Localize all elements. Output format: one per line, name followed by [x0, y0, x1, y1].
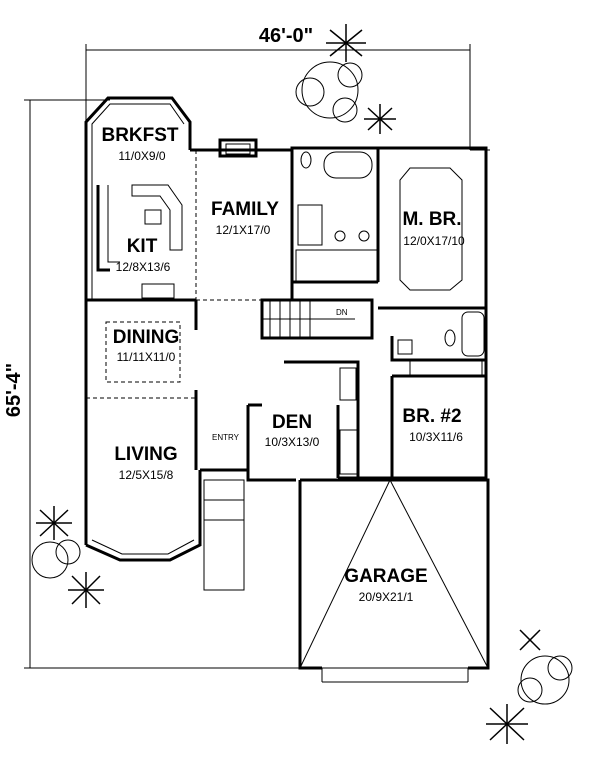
- room-size: 20/9X21/1: [359, 590, 414, 604]
- shrub-icon: [326, 24, 396, 134]
- room-name: BRKFST: [101, 125, 178, 146]
- room-name: KIT: [127, 236, 158, 257]
- room-size: 11/0X9/0: [118, 149, 165, 163]
- exterior-walls: [84, 96, 490, 683]
- tree-icon: [517, 655, 573, 705]
- room-size: 12/0X17/10: [403, 234, 465, 248]
- room-living: LIVING 12/5X15/8: [114, 444, 177, 482]
- room-kitchen: KIT 12/8X13/6: [116, 236, 171, 274]
- room-size: 10/3X11/6: [409, 430, 463, 444]
- room-den: DEN 10/3X13/0: [265, 412, 320, 449]
- shrub-icon: [36, 506, 104, 608]
- room-name: M. BR.: [402, 209, 461, 230]
- tree-icon: [295, 61, 363, 123]
- room-size: 12/1X17/0: [216, 223, 271, 237]
- room-size: 12/8X13/6: [116, 260, 171, 274]
- interior-walls: [86, 148, 486, 480]
- dimension-lines: [24, 44, 490, 669]
- overall-depth-label: 65'-4": [3, 363, 25, 417]
- entry-label: ENTRY: [212, 433, 240, 442]
- room-bedroom-2: BR. #2 10/3X11/6: [402, 406, 463, 444]
- room-family: FAMILY 12/1X17/0: [211, 199, 279, 237]
- room-size: 10/3X13/0: [265, 435, 320, 449]
- overall-width-label: 46'-0": [259, 25, 313, 47]
- room-brkfst: BRKFST 11/0X9/0: [101, 125, 178, 163]
- tree-icon: [31, 539, 81, 579]
- stair-dn-label: DN: [336, 308, 348, 317]
- room-master-bedroom: M. BR. 12/0X17/10: [402, 209, 465, 248]
- shrub-icon: [486, 629, 541, 744]
- room-name: DEN: [272, 412, 312, 433]
- room-size: 11/11X11/0: [117, 350, 176, 364]
- room-size: 12/5X15/8: [119, 468, 174, 482]
- fixtures: [96, 138, 485, 591]
- stair-treads: [262, 300, 355, 338]
- room-name: FAMILY: [211, 199, 279, 220]
- room-name: LIVING: [114, 444, 177, 465]
- room-name: BR. #2: [402, 406, 461, 427]
- room-dining: DINING 11/11X11/0: [113, 327, 180, 364]
- room-name: DINING: [113, 327, 180, 348]
- room-name: GARAGE: [344, 566, 427, 587]
- room-garage: GARAGE 20/9X21/1: [344, 566, 427, 604]
